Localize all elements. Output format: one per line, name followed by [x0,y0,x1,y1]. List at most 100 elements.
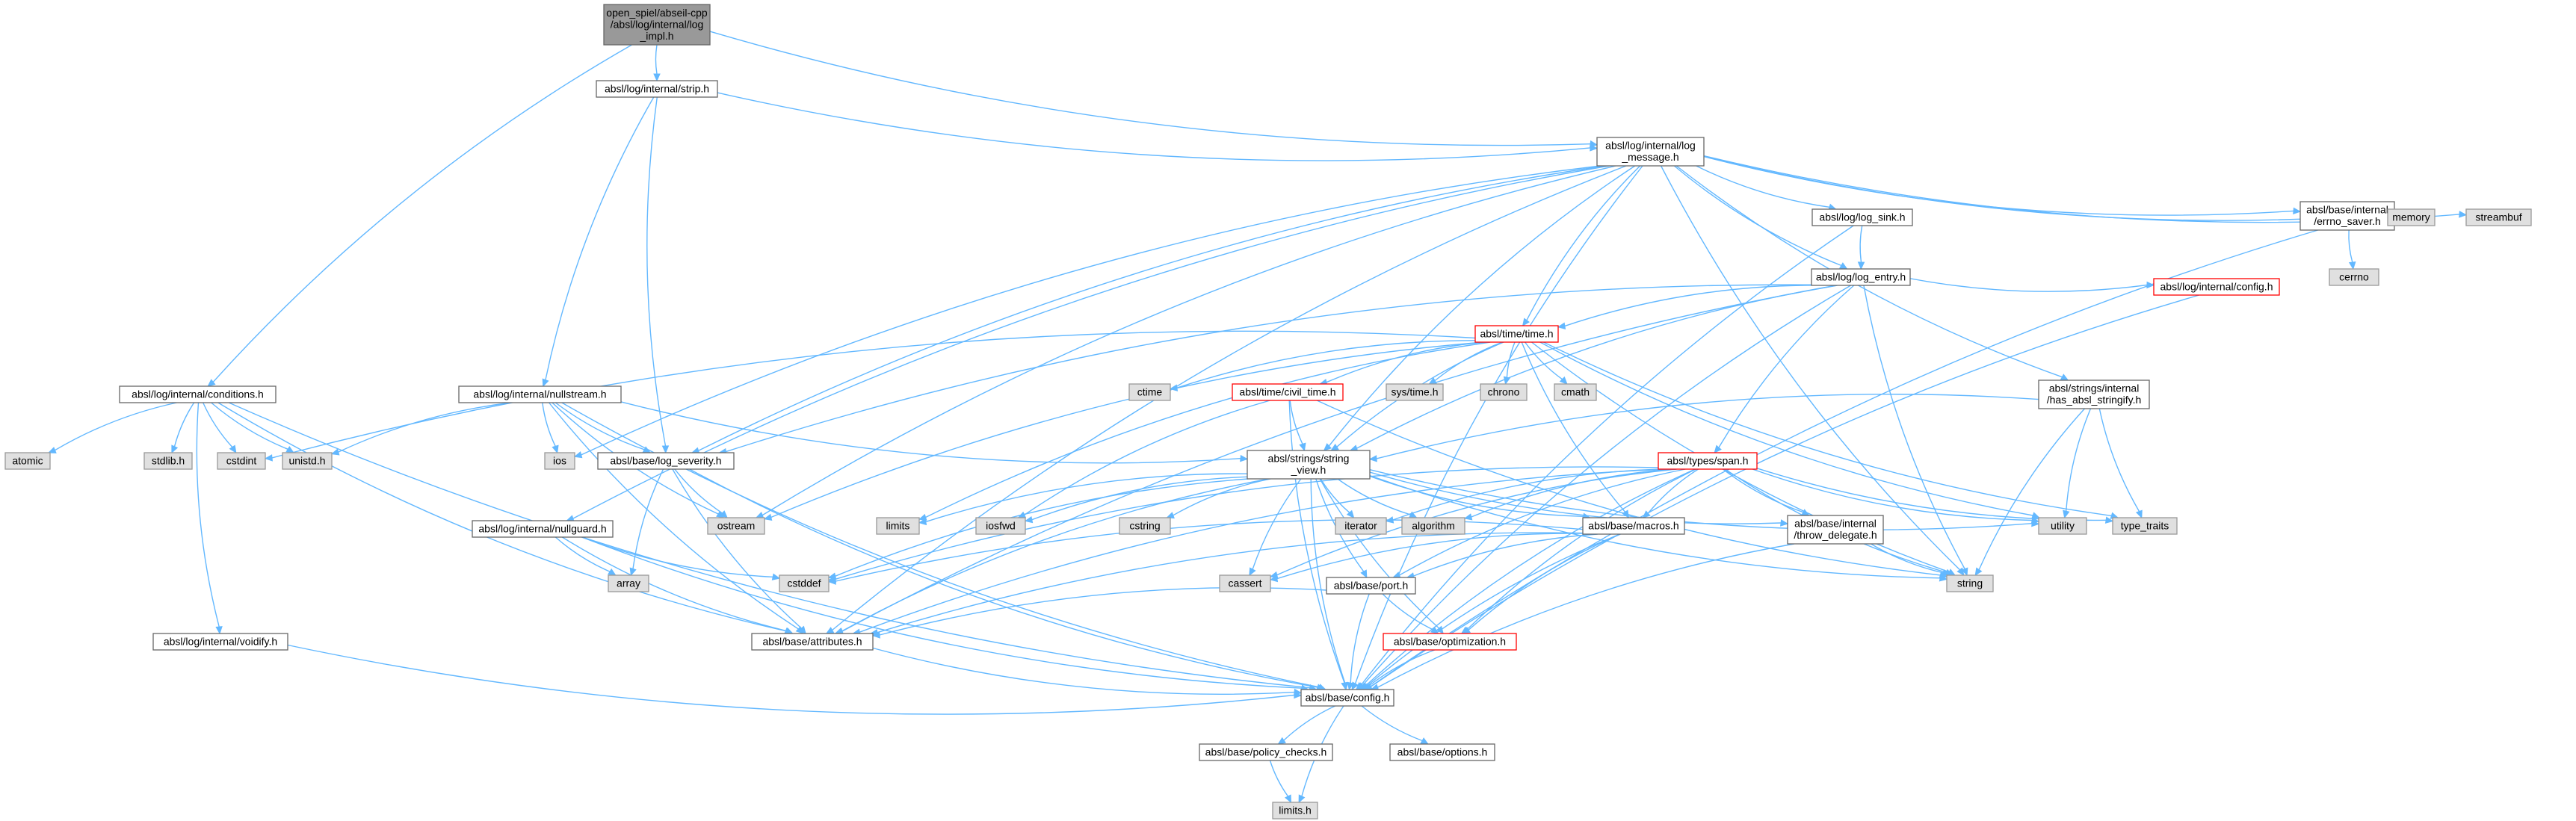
node-sys-time: sys/time.h [1386,383,1444,401]
node-log-sink[interactable]: absl/log/log_sink.h [1811,208,1913,226]
node-log-entry[interactable]: absl/log/log_entry.h [1811,268,1911,286]
node-label-line: absl/time/civil_time.h [1239,385,1335,397]
node-label-line: string [1957,577,1983,589]
node-ctime: ctime [1128,383,1171,401]
edge-has_absl_stringify-to-utility [2063,408,2092,519]
edge-log_config-to-config [1364,294,2199,690]
edge-time-to-macros [1521,341,1629,519]
edge-string_view-to-throw_delegate [1369,471,1789,527]
node-nullguard[interactable]: absl/log/internal/nullguard.h [472,520,614,538]
node-cstring: cstring [1119,517,1171,535]
edge-log_message-to-string_view [1323,165,1636,451]
edge-log_message-to-config [1351,165,1643,691]
node-errno-saver[interactable]: absl/base/internal/errno_saver.h [2299,201,2395,231]
node-voidify[interactable]: absl/log/internal/voidify.h [152,633,288,651]
edge-errno_saver-to-cerrno [2348,229,2356,270]
edge-time-to-civil_time [1319,341,1485,386]
edge-strip-to-nullstream [542,96,655,388]
node-box [1811,268,1911,286]
edge-string_view-to-cassert [1249,478,1302,577]
node-civil-time[interactable]: absl/time/civil_time.h [1232,383,1344,401]
node-box [1119,517,1171,535]
node-throw-delegate[interactable]: absl/base/internal/throw_delegate.h [1787,515,1884,545]
node-port[interactable]: absl/base/port.h [1326,577,1416,595]
edge-port-to-attributes [871,586,1327,639]
node-label-line: _view.h [1291,464,1326,476]
node-box [1480,383,1528,401]
node-box [1383,633,1517,651]
edge-conditions-to-cstdint [203,402,237,454]
node-label-line: absl/base/internal [1794,518,1877,530]
node-ios: ios [544,452,575,470]
node-log-severity[interactable]: absl/base/log_severity.h [597,452,735,470]
node-cassert: cassert [1219,574,1271,592]
node-box [2112,517,2178,535]
node-options[interactable]: absl/base/options.h [1389,743,1495,761]
node-stdlib: stdlib.h [143,452,193,470]
edge-log_entry-to-log_severity [718,284,1812,456]
node-box [876,517,920,535]
edge-conditions-to-stdlib [171,402,195,454]
node-label-line: cmath [1561,385,1590,397]
edge-log_entry-to-span [1714,285,1855,453]
node-policy-checks[interactable]: absl/base/policy_checks.h [1199,743,1333,761]
edge-nullstream-to-ios [542,402,559,454]
node-cmath: cmath [1554,383,1597,401]
node-box [1219,574,1271,592]
node-label-line: array [617,577,640,589]
node-box [596,80,718,98]
node-box [1326,577,1416,595]
node-log-message[interactable]: absl/log/internal/log_message.h [1596,137,1705,167]
node-optimization[interactable]: absl/base/optimization.h [1383,633,1517,651]
node-string-view[interactable]: absl/strings/string_view.h [1247,450,1371,480]
edge-strip-to-log_severity [646,96,670,454]
node-label-line: ostream [717,519,756,531]
edge-macros-to-optimization [1462,533,1621,634]
node-attributes[interactable]: absl/base/attributes.h [751,633,874,651]
edge-time-to-limits [918,341,1491,521]
node-cstdint: cstdint [217,452,266,470]
edge-config-to-policy_checks [1277,705,1335,745]
node-box [544,452,575,470]
edge-time-to-chrono [1503,341,1516,385]
edge-has_absl_stringify-to-type_traits [2098,408,2143,519]
edge-nullstream-to-string_view [620,401,1249,464]
node-config[interactable]: absl/base/config.h [1300,689,1394,707]
node-label-line: memory [2392,211,2430,223]
edge-root-to-log_message [709,31,1599,148]
node-label-line: sys/time.h [1391,385,1438,397]
node-cstddef: cstddef [779,574,830,592]
node-label-line: /absl/log/internal/log [611,18,704,30]
edge-log_severity-to-array [629,468,664,577]
node-nullstream[interactable]: absl/log/internal/nullstream.h [458,385,622,403]
node-log-config[interactable]: absl/log/internal/config.h [2153,278,2280,296]
node-has-absl-stringify[interactable]: absl/strings/internal/has_absl_stringify… [2038,379,2150,409]
node-label-line: cassert [1228,577,1261,589]
node-label-line: absl/log/log_sink.h [1819,211,1905,223]
node-box [1199,743,1333,761]
node-span[interactable]: absl/types/span.h [1658,452,1758,470]
node-label-line: absl/base/port.h [1334,579,1409,591]
edge-string_view-to-limits [918,473,1248,526]
edge-log_message-to-time [1522,165,1641,326]
node-time[interactable]: absl/time/time.h [1474,325,1559,343]
node-conditions[interactable]: absl/log/internal/conditions.h [119,385,277,403]
node-macros[interactable]: absl/base/macros.h [1582,517,1685,535]
node-box [143,452,193,470]
node-box [2465,208,2532,226]
edge-port-to-optimization [1382,593,1439,634]
edge-log_message-to-string [1660,165,1965,576]
node-label-line: /throw_delegate.h [1794,529,1877,541]
node-strip[interactable]: absl/log/internal/strip.h [596,80,718,98]
edge-log_severity-to-attributes [672,468,806,634]
node-type-traits: type_traits [2112,517,2178,535]
node-box [458,385,622,403]
node-array: array [608,574,649,592]
node-label-line: /errno_saver.h [2314,215,2381,227]
node-box [282,452,333,470]
node-ostream: ostream [707,517,765,535]
edge-has_absl_stringify-to-string_view [1368,394,2039,462]
edge-nullguard-to-config [581,536,1309,692]
node-label-line: unistd.h [288,454,325,466]
node-label-line: absl/log/internal/nullstream.h [473,388,606,400]
